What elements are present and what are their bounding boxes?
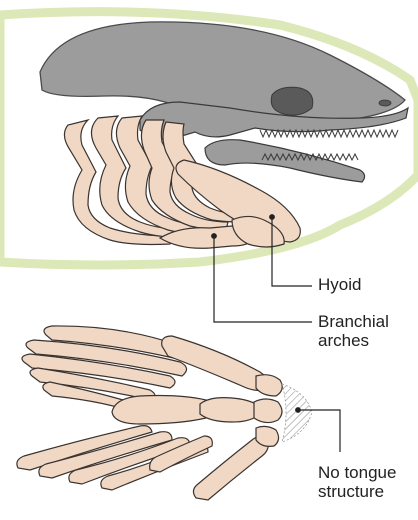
basihyal xyxy=(254,399,282,423)
basibranchial-posterior xyxy=(112,396,211,425)
no-tongue-structure-label: No tongue structure xyxy=(318,463,396,501)
ventral-branchial-view xyxy=(17,326,312,500)
basibranchial-mid xyxy=(200,398,262,422)
ventral-hyoid-lower-tip xyxy=(256,426,279,446)
no-tongue-region xyxy=(282,384,312,442)
ventral-hyoid-upper-tip xyxy=(256,375,282,396)
branchial-arches-label: Branchial arches xyxy=(318,312,389,350)
orbit xyxy=(271,87,313,115)
nostril xyxy=(379,100,391,106)
hyoid-label: Hyoid xyxy=(318,275,361,294)
